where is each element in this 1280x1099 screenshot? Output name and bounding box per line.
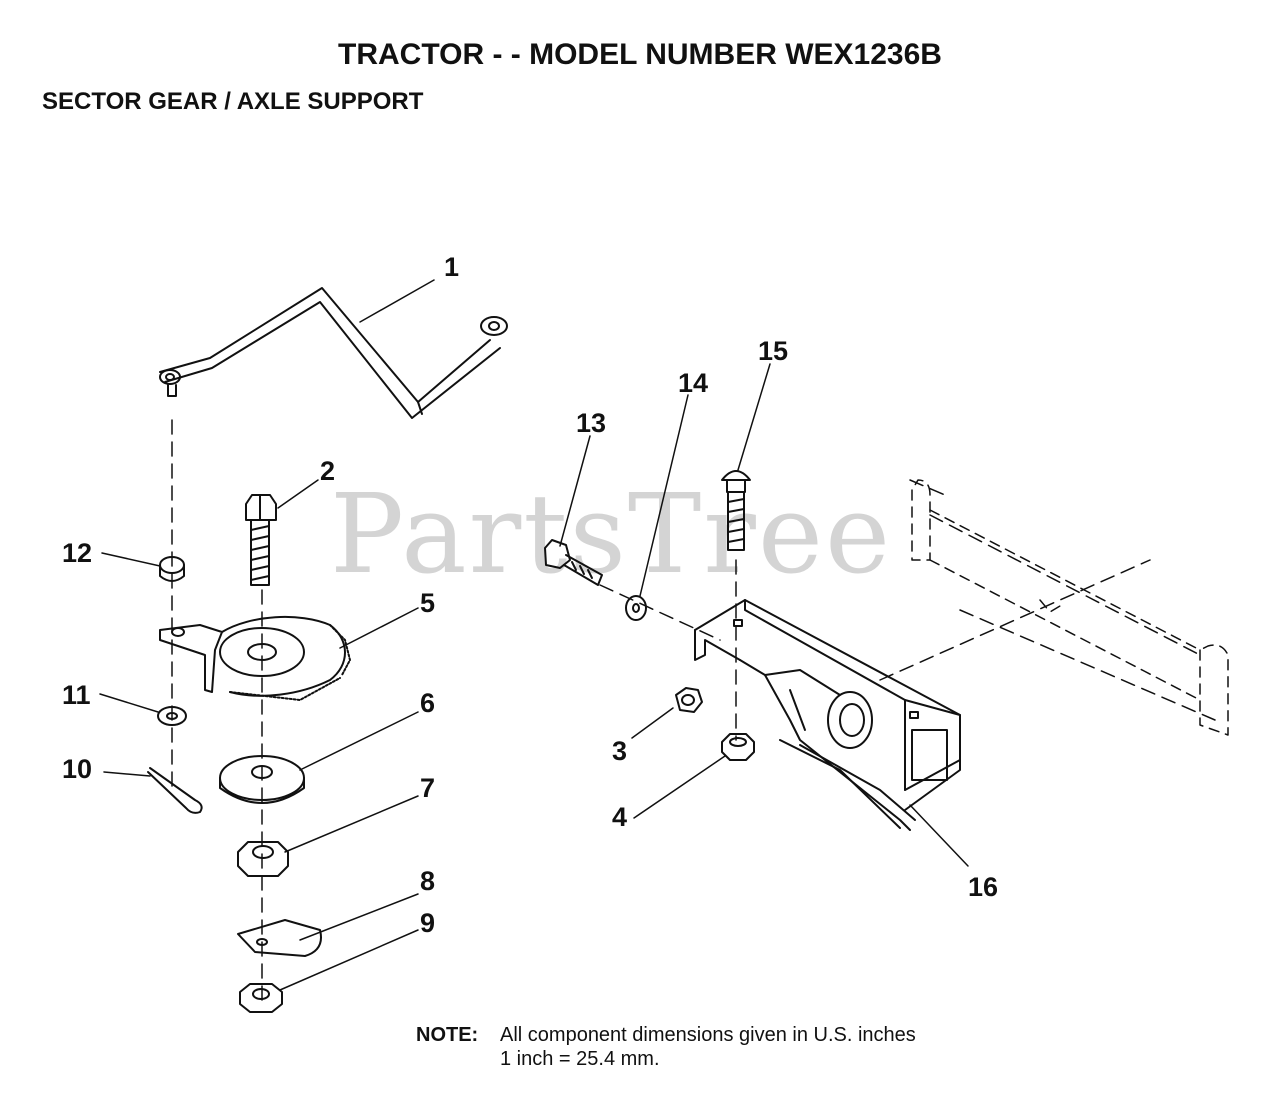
page-title: TRACTOR - - MODEL NUMBER WEX1236B: [338, 38, 942, 71]
bolt-part-13: [544, 539, 603, 586]
large-washer-part: [219, 755, 305, 804]
callout-14: 14: [678, 368, 709, 398]
washer-part: [157, 706, 187, 726]
callout-5: 5: [420, 588, 436, 618]
callout-4: 4: [612, 802, 628, 832]
cotter-pin-part: [147, 767, 203, 814]
nut-part-7: [237, 841, 289, 877]
washer-part-14: [625, 595, 647, 621]
drag-link-part: [159, 287, 508, 419]
axle-support-part: [694, 599, 961, 831]
nut-part-9: [239, 983, 283, 1013]
frame-outline-dashed: [911, 479, 1229, 736]
bushing-part: [159, 556, 185, 582]
watermark: PartsTree: [330, 470, 893, 598]
assembly-axis-lines: [171, 419, 1216, 1001]
sector-gear-part: [159, 616, 351, 701]
callout-11: 11: [62, 680, 91, 710]
callout-1: 1: [444, 252, 460, 282]
callout-10: 10: [62, 754, 93, 784]
nut-part-4: [721, 733, 755, 761]
callout-3: 3: [612, 736, 628, 766]
callout-2: 2: [320, 456, 336, 486]
nut-part-3: [675, 687, 703, 713]
callout-8: 8: [420, 866, 436, 896]
callout-15: 15: [758, 336, 789, 366]
dimension-note: NOTE: All component dimensions given in U…: [416, 1024, 916, 1070]
leader-lines: [99, 279, 969, 991]
callout-13: 13: [576, 408, 607, 438]
callout-12: 12: [62, 538, 93, 568]
callout-9: 9: [420, 908, 436, 938]
callout-7: 7: [420, 773, 436, 803]
note-line-2: 1 inch = 25.4 mm.: [500, 1048, 660, 1070]
callout-16: 16: [968, 872, 999, 902]
clip-part: [237, 919, 322, 957]
section-subtitle: SECTOR GEAR / AXLE SUPPORT: [42, 88, 424, 115]
note-label: NOTE:: [416, 1024, 479, 1046]
note-line-1: All component dimensions given in U.S. i…: [500, 1024, 916, 1046]
callout-6: 6: [420, 688, 436, 718]
hex-bolt-part: [245, 494, 277, 586]
carriage-bolt-part: [721, 470, 751, 551]
